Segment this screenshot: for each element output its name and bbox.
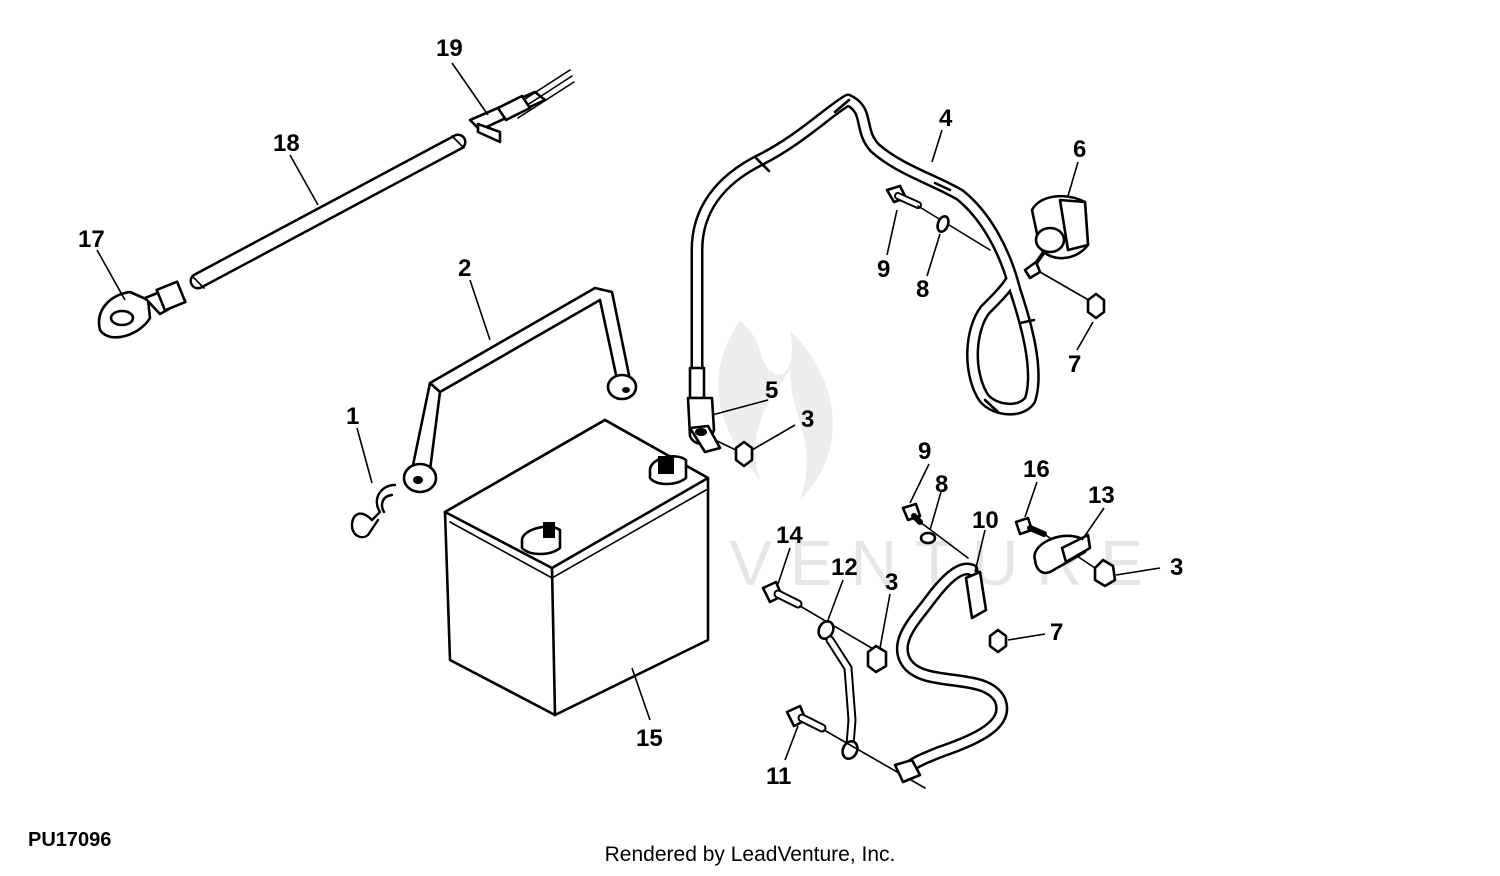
figure-id: PU17096: [28, 829, 112, 851]
callout-18: 18: [273, 130, 300, 157]
lock-washer-middle: [919, 531, 937, 545]
render-credit: Rendered by LeadVenture, Inc.: [604, 843, 896, 866]
bolt-14: [761, 580, 876, 651]
positive-cable: [688, 93, 1040, 416]
callout-10: 10: [972, 507, 999, 534]
callout-3-terminal: 3: [801, 406, 814, 433]
callout-5: 5: [765, 377, 778, 404]
callout-4: 4: [939, 105, 953, 132]
callout-12: 12: [831, 554, 858, 581]
lock-washer-upper: [936, 214, 950, 234]
callout-14: 14: [776, 522, 803, 549]
wire-connector: [468, 69, 575, 144]
callout-9-upper: 9: [877, 256, 890, 283]
callout-3-strap: 3: [885, 569, 898, 596]
bolt-middle: [901, 502, 969, 559]
cable-terminal: [686, 396, 722, 454]
cable-clamp: [1033, 533, 1092, 575]
callout-16: 16: [1023, 456, 1050, 483]
callout-11: 11: [766, 763, 791, 790]
ring-terminal: [97, 280, 187, 339]
callout-9-middle: 9: [918, 438, 931, 465]
callout-3-clamp: 3: [1170, 554, 1183, 581]
negative-cable: [893, 562, 1009, 784]
nut-terminal: [714, 439, 754, 468]
nut-upper: [1039, 271, 1106, 320]
nut-strap: [866, 644, 888, 674]
bolt-upper: [885, 184, 991, 251]
leader-lines: [96, 62, 1161, 761]
callout-7-upper: 7: [1068, 351, 1081, 378]
bolt-16: [1014, 516, 1099, 571]
callout-1: 1: [346, 403, 359, 430]
bolt-11: [785, 704, 926, 789]
nut-clamp: [1093, 558, 1117, 588]
terminal-boot: [1023, 194, 1090, 280]
battery: [443, 418, 710, 717]
j-hook: [350, 483, 397, 539]
callout-8-middle: 8: [935, 471, 948, 498]
callout-13: 13: [1088, 482, 1115, 509]
callout-8-upper: 8: [916, 276, 929, 303]
callout-15: 15: [636, 725, 663, 752]
ground-strap: [817, 620, 859, 760]
callout-6: 6: [1073, 136, 1086, 163]
wire-sleeve: [189, 133, 467, 290]
hold-down-bracket: [402, 286, 638, 494]
callout-19: 19: [436, 35, 463, 62]
callouts: 19 18 17 2 1 5 3 4 6 9 8 7 9 8 10 16 13 …: [78, 35, 1183, 790]
callout-2: 2: [458, 255, 471, 282]
callout-7-lower: 7: [1050, 619, 1063, 646]
callout-17: 17: [78, 226, 105, 253]
nut-lower: [988, 628, 1008, 654]
